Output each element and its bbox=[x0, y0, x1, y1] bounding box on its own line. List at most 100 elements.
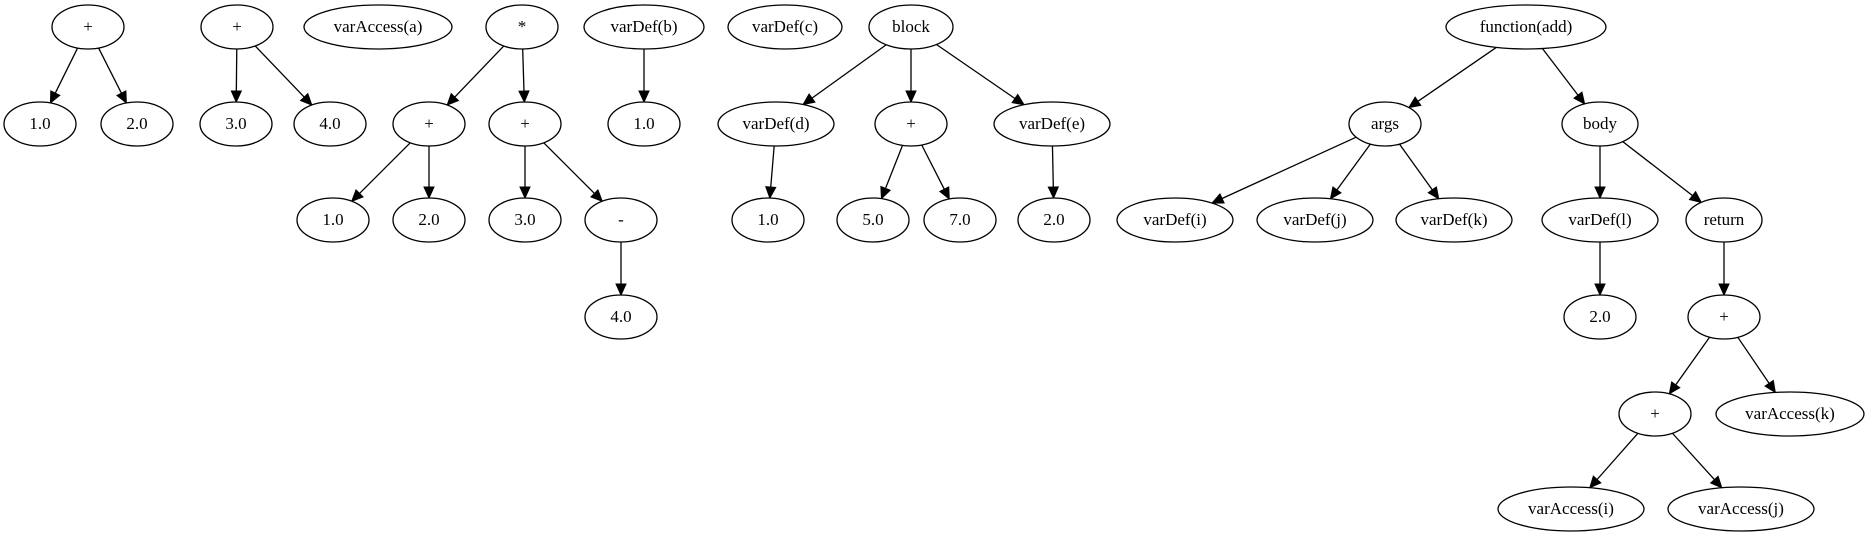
node-label: 4.0 bbox=[319, 114, 340, 133]
tree-node-n25: 7.0 bbox=[923, 197, 997, 243]
node-ellipse bbox=[836, 197, 910, 243]
edge-line bbox=[522, 48, 525, 92]
tree-node-n27: function(add) bbox=[1445, 4, 1607, 50]
tree-node-n36: + bbox=[1687, 294, 1761, 340]
tree-node-n17: 1.0 bbox=[607, 101, 681, 147]
tree-node-n9: + bbox=[392, 101, 466, 147]
edge-n8-n9 bbox=[446, 45, 505, 106]
tree-node-n11: 1.0 bbox=[296, 197, 370, 243]
edge-n28-n31 bbox=[1329, 143, 1371, 200]
node-label: - bbox=[618, 210, 624, 229]
arrowhead bbox=[1047, 186, 1060, 200]
edge-line bbox=[1541, 48, 1579, 96]
node-ellipse bbox=[1256, 197, 1374, 243]
node-label: 1.0 bbox=[29, 114, 50, 133]
arrowhead bbox=[518, 90, 530, 104]
arrowhead bbox=[765, 186, 777, 200]
arrowhead bbox=[1718, 283, 1730, 297]
tree-node-n39: varAccess(i) bbox=[1497, 486, 1645, 532]
arrowhead bbox=[446, 92, 460, 106]
edge-n21-n25 bbox=[921, 144, 950, 201]
edge-line bbox=[936, 43, 1016, 100]
node-ellipse bbox=[584, 294, 658, 340]
edge-n27-n29 bbox=[1541, 48, 1586, 105]
node-ellipse bbox=[923, 197, 997, 243]
edge-n19-n21 bbox=[905, 49, 917, 104]
arrowhead bbox=[519, 186, 531, 200]
node-label: 3.0 bbox=[225, 114, 246, 133]
tree-node-n14: - bbox=[584, 197, 658, 243]
edge-line bbox=[1671, 432, 1715, 481]
tree-node-n24: 5.0 bbox=[836, 197, 910, 243]
node-label: return bbox=[1704, 210, 1745, 229]
node-ellipse bbox=[607, 101, 681, 147]
node-ellipse bbox=[1497, 486, 1645, 532]
arrowhead bbox=[116, 90, 127, 105]
tree-node-n29: body bbox=[1561, 101, 1639, 147]
tree-node-n26: 2.0 bbox=[1017, 197, 1091, 243]
node-ellipse bbox=[1715, 391, 1865, 437]
edge-line bbox=[1051, 145, 1054, 188]
edge-line bbox=[1737, 336, 1770, 384]
node-ellipse bbox=[303, 4, 453, 50]
node-ellipse bbox=[293, 101, 367, 147]
node-label: + bbox=[83, 17, 93, 36]
node-ellipse bbox=[1348, 101, 1422, 147]
tree-node-n18: varDef(c) bbox=[727, 4, 843, 50]
tree-node-n1: + bbox=[51, 4, 125, 50]
node-label: + bbox=[232, 17, 242, 36]
arrowhead bbox=[230, 90, 243, 104]
edge-n19-n22 bbox=[936, 43, 1025, 106]
node-label: varAccess(k) bbox=[1745, 404, 1835, 423]
arrowhead bbox=[1668, 381, 1681, 395]
arrowhead bbox=[590, 189, 604, 203]
edge-n33-n35 bbox=[1594, 242, 1606, 297]
edge-n22-n26 bbox=[1047, 145, 1060, 200]
tree-node-n38: varAccess(k) bbox=[1715, 391, 1865, 437]
tree-node-n3: 2.0 bbox=[100, 101, 174, 147]
node-label: + bbox=[424, 114, 434, 133]
arrowhead bbox=[880, 185, 892, 200]
edge-n10-n14 bbox=[543, 142, 604, 203]
node-ellipse bbox=[1685, 197, 1763, 243]
edge-line bbox=[454, 45, 505, 98]
node-ellipse bbox=[200, 4, 274, 50]
arrowhead bbox=[49, 90, 61, 105]
edge-n37-n39 bbox=[1588, 432, 1639, 489]
node-label: 5.0 bbox=[862, 210, 883, 229]
edge-n8-n10 bbox=[518, 48, 530, 104]
node-label: + bbox=[1650, 404, 1660, 423]
edge-n9-n12 bbox=[423, 146, 435, 200]
edge-n28-n30 bbox=[1210, 136, 1357, 204]
edge-line bbox=[1336, 143, 1371, 191]
node-ellipse bbox=[1541, 197, 1659, 243]
node-label: 2.0 bbox=[1589, 307, 1610, 326]
node-ellipse bbox=[717, 101, 835, 147]
tree-node-n2: 1.0 bbox=[3, 101, 77, 147]
tree-node-n15: 4.0 bbox=[584, 294, 658, 340]
arrowhead bbox=[1210, 193, 1225, 204]
edge-line bbox=[811, 44, 887, 99]
edge-line bbox=[1398, 143, 1433, 191]
arrowhead bbox=[905, 90, 917, 104]
edge-n36-n38 bbox=[1737, 336, 1777, 394]
edge-n21-n24 bbox=[880, 145, 904, 200]
node-ellipse bbox=[485, 4, 559, 50]
node-ellipse bbox=[874, 101, 948, 147]
arrowhead bbox=[1011, 93, 1025, 106]
node-label: 1.0 bbox=[757, 210, 778, 229]
tree-node-n12: 2.0 bbox=[392, 197, 466, 243]
tree-node-n8: * bbox=[485, 4, 559, 50]
node-label: varDef(l) bbox=[1568, 210, 1631, 229]
edge-n9-n11 bbox=[350, 142, 411, 203]
edge-n10-n13 bbox=[519, 146, 531, 200]
edge-n37-n40 bbox=[1671, 432, 1723, 489]
tree-node-n37: + bbox=[1618, 391, 1692, 437]
node-label: varDef(c) bbox=[752, 17, 818, 36]
tree-node-n34: return bbox=[1685, 197, 1763, 243]
edge-n29-n34 bbox=[1622, 141, 1703, 204]
node-label: 7.0 bbox=[949, 210, 970, 229]
edge-n27-n28 bbox=[1407, 46, 1497, 109]
node-ellipse bbox=[1561, 101, 1639, 147]
